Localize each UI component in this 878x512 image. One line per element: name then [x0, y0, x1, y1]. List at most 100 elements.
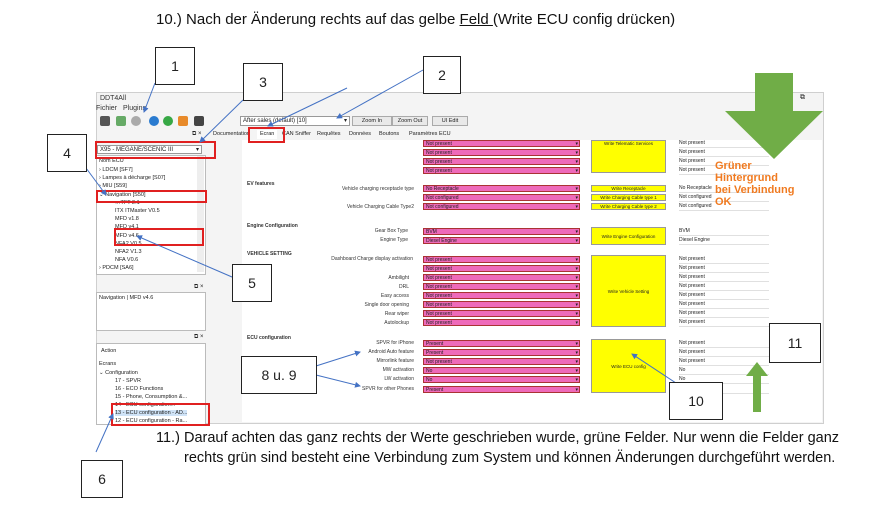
vehicle-value[interactable]: Not present: [423, 292, 580, 299]
result-cell: Not present: [679, 358, 769, 366]
top-value-3[interactable]: Not present: [423, 158, 580, 165]
zoom-in-button[interactable]: Zoom In: [352, 116, 392, 126]
field-label: Vehicle Charging Cable Type2: [346, 204, 414, 210]
tree-item[interactable]: …TFT 2.1: [115, 200, 140, 206]
ev-receptacle-select[interactable]: No Receptacle: [423, 185, 580, 192]
tree-item[interactable]: › LDCM [SF7]: [99, 167, 133, 173]
ev-cable2-select[interactable]: Not configured: [423, 203, 580, 210]
heart-icon[interactable]: [178, 116, 188, 126]
connect-icon[interactable]: [116, 116, 126, 126]
tree-header: Nom ECU: [99, 158, 124, 164]
tree-item[interactable]: NFA2 V1.3: [115, 249, 142, 255]
field-label: LW activation: [384, 376, 414, 382]
panel-float-icon[interactable]: ⧉ ×: [192, 131, 202, 137]
tab-donnees[interactable]: Données: [349, 131, 372, 137]
scan-icon[interactable]: [100, 116, 110, 126]
tab-documentation[interactable]: Documentation: [213, 131, 250, 137]
top-value-1[interactable]: Not present: [423, 140, 580, 147]
tab-requetes[interactable]: Requêtes: [317, 131, 341, 137]
globe-icon[interactable]: [149, 116, 159, 126]
vehicle-value[interactable]: Not present: [423, 256, 580, 263]
protocol-select[interactable]: After sales (default) [10]: [240, 116, 350, 126]
spvr-other-select[interactable]: Present: [423, 386, 580, 393]
write-cable2-button[interactable]: Write Charging Cable type 2: [591, 203, 666, 210]
menu-fichier[interactable]: Fichier: [96, 105, 118, 112]
action-root[interactable]: Ecrans: [99, 361, 117, 367]
field-label: DRL: [398, 284, 409, 290]
section-ev-features: EV features: [247, 181, 275, 187]
engine-type-select[interactable]: Diesel Engine: [423, 237, 580, 244]
tab-ecran[interactable]: Ecran: [257, 130, 278, 139]
vehicle-value[interactable]: Not present: [423, 265, 580, 272]
vehicle-select[interactable]: X95 - MEGANE/SCENIC III: [97, 145, 202, 154]
green-down-arrow: [725, 73, 823, 164]
action-item[interactable]: 12 - ECU configuration - Ra...: [115, 418, 188, 424]
green-background-note: Grüner Hintergrund bei Verbindung OK: [715, 160, 795, 208]
menu-bar: Fichier Plugins: [96, 105, 152, 112]
result-cell: Not present: [679, 283, 769, 291]
zoom-out-button[interactable]: Zoom Out: [392, 116, 428, 126]
result-cell: Not present: [679, 167, 769, 175]
tree-item[interactable]: MFD v4.1: [115, 224, 139, 230]
tree-item[interactable]: › PDCM [SA6]: [99, 265, 134, 271]
result-cell: No Receptacle: [679, 185, 769, 193]
tree-item-mfd-v46[interactable]: MFD v4.6: [115, 233, 139, 239]
menu-plugins[interactable]: Plugins: [123, 105, 146, 112]
mw-activation-select[interactable]: No: [423, 367, 580, 374]
tree-item[interactable]: NFA V0.6: [115, 257, 139, 263]
action-item[interactable]: 16 - ECO Functions: [115, 386, 164, 392]
instruction-note: 11.) Darauf achten das ganz rechts der W…: [156, 430, 840, 466]
section-ecu-configuration: ECU configuration: [247, 335, 291, 341]
lw-activation-select[interactable]: No: [423, 376, 580, 383]
write-cable1-button[interactable]: Write Charging Cable type 1: [591, 194, 666, 201]
ev-cable1-select[interactable]: Not configured: [423, 194, 580, 201]
callout-4: 4: [47, 134, 87, 172]
write-engine-button[interactable]: Write Engine Configuration: [591, 227, 666, 245]
refresh-icon[interactable]: [163, 116, 173, 126]
settings-icon[interactable]: [131, 116, 141, 126]
write-receptacle-button[interactable]: Write Receptacle: [591, 185, 666, 192]
panel-float-icon[interactable]: ⧉ ×: [194, 284, 204, 290]
tab-can-sniffer[interactable]: CAN Sniffer: [282, 131, 311, 137]
restore-icon[interactable]: ⧉: [800, 94, 805, 101]
panel-float-icon[interactable]: ⧉ ×: [194, 334, 204, 340]
top-value-2[interactable]: Not present: [423, 149, 580, 156]
vehicle-value[interactable]: Not present: [423, 319, 580, 326]
field-label: SPVR for other Phones: [362, 386, 414, 392]
terminal-icon[interactable]: [194, 116, 204, 126]
toolbar: After sales (default) [10] Zoom In Zoom …: [96, 115, 821, 127]
gearbox-select[interactable]: BVM: [423, 228, 580, 235]
android-auto-select[interactable]: Present: [423, 349, 580, 356]
field-label: Vehicle charging receptacle type: [342, 186, 414, 192]
action-item[interactable]: 14 - ECU configuration...: [115, 402, 176, 408]
tree-scrollbar[interactable]: [197, 156, 204, 272]
tab-boutons[interactable]: Boutons: [379, 131, 400, 137]
field-label: Mirrorlink feature: [376, 358, 414, 364]
field-label: Dashboard Charge display activation: [331, 256, 413, 262]
field-label: MW activation: [382, 367, 414, 373]
field-label: Engine Type: [380, 237, 408, 243]
vehicle-value[interactable]: Not present: [423, 301, 580, 308]
field-label: Single door opening: [364, 302, 409, 308]
write-ecu-config-button[interactable]: Write ECU config: [591, 339, 666, 393]
result-cell: Not present: [679, 340, 769, 348]
mirrorlink-select[interactable]: Not present: [423, 358, 580, 365]
vehicle-value[interactable]: Not present: [423, 283, 580, 290]
action-item[interactable]: 17 - SPVR: [115, 378, 141, 384]
action-item-selected[interactable]: 13 - ECU configuration - AD...: [115, 410, 188, 416]
write-vehicle-setting-button[interactable]: Write Vehicle Setting: [591, 255, 666, 327]
spvr-iphone-select[interactable]: Present: [423, 340, 580, 347]
tree-item[interactable]: ITX ITMaster V0.5: [115, 208, 160, 214]
top-value-4[interactable]: Not present: [423, 167, 580, 174]
tree-item[interactable]: MFD v1.8: [115, 216, 139, 222]
write-telematic-button[interactable]: Write Telematic Services: [591, 140, 666, 173]
vehicle-value[interactable]: Not present: [423, 274, 580, 281]
action-item[interactable]: 15 - Phone, Consumption &...: [115, 394, 188, 400]
action-item[interactable]: ⌄ Configuration: [99, 370, 138, 376]
tree-item[interactable]: › Lampes à décharge [S07]: [99, 175, 166, 181]
ui-edit-button[interactable]: UI Edit: [432, 116, 468, 126]
vehicle-value[interactable]: Not present: [423, 310, 580, 317]
result-cell: Diesel Engine: [679, 237, 769, 245]
action-header: Action: [101, 348, 117, 354]
tab-parametres-ecu[interactable]: Paramètres ECU: [409, 131, 451, 137]
